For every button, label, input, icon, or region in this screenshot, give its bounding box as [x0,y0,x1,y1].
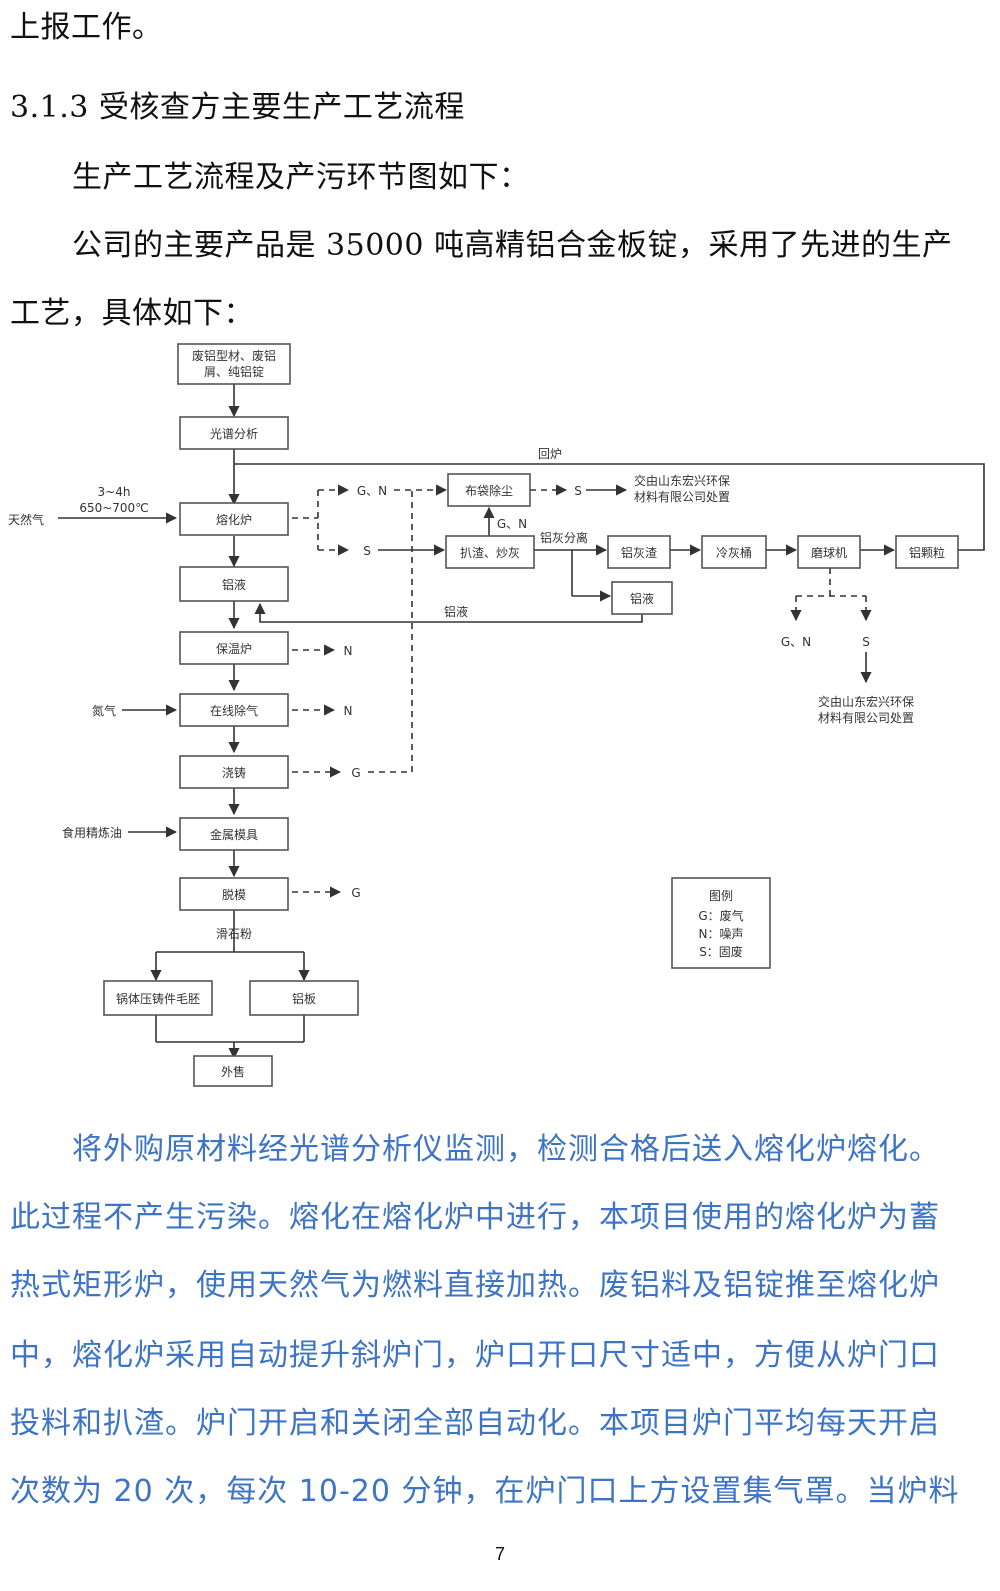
svg-text:光谱分析: 光谱分析 [210,427,258,441]
label-casting-g: G [351,766,360,780]
box-casting: 浇铸 [179,755,289,789]
box-aluminium-granule: 铝颗粒 [895,535,959,569]
body-line-1: 将外购原材料经光谱分析仪监测，检测合格后送入熔化炉熔化。 [72,1132,940,1167]
label-ash-separation: 铝灰分离 [540,530,588,545]
svg-text:布袋除尘: 布袋除尘 [465,483,513,498]
svg-text:保温炉: 保温炉 [216,642,252,656]
svg-text:N：噪声: N：噪声 [699,927,744,941]
svg-text:图例: 图例 [709,889,733,903]
svg-text:铝颗粒: 铝颗粒 [909,545,945,560]
body-line-5: 投料和扒渣。炉门开启和关闭全部自动化。本项目炉门平均每天开启 [10,1406,940,1441]
box-aluminium-ash: 铝灰渣 [607,535,671,569]
label-disposal-2b: 材料有限公司处置 [818,711,914,725]
label-holding-n: N [344,644,353,658]
body-line-4: 中，熔化炉采用自动提升斜炉门，炉口开口尺寸适中，方便从炉门口 [10,1338,940,1373]
svg-text:磨球机: 磨球机 [811,546,847,560]
box-skimming: 扒渣、炒灰 [445,535,535,569]
label-liquid-return: 铝液 [444,604,468,619]
svg-text:铝液: 铝液 [630,591,654,606]
paragraph-intro: 生产工艺流程及产污环节图如下： [72,160,530,195]
process-flow-diagram: 废铝型材、废铝 屑、纯铝锭 光谱分析 熔化炉 铝液 保温炉 在线除气 浇铸 金属… [8,343,985,1087]
legend: 图例 G：废气 N：噪声 S：固废 [671,877,771,969]
body-line-3: 热式矩形炉，使用天然气为燃料直接加热。废铝料及铝锭推至熔化炉 [10,1268,940,1303]
section-heading: 3.1.3 受核查方主要生产工艺流程 [10,90,465,125]
page-number: 7 [494,1544,505,1564]
box-aluminium-plate: 铝板 [249,980,359,1016]
box-pot-casting-blank: 锅体压铸件毛胚 [103,980,213,1016]
svg-text:在线除气: 在线除气 [210,703,258,718]
svg-text:金属模具: 金属模具 [210,827,258,842]
svg-text:熔化炉: 熔化炉 [216,512,252,527]
svg-text:S：固废: S：固废 [699,944,743,959]
svg-text:浇铸: 浇铸 [222,765,246,780]
label-time: 3~4h [98,485,131,499]
svg-text:屑、纯铝锭: 屑、纯铝锭 [204,364,264,379]
svg-text:扒渣、炒灰: 扒渣、炒灰 [460,546,520,560]
box-sale: 外售 [193,1055,273,1087]
label-skim-gn: G、N [497,517,527,531]
body-line-2: 此过程不产生污染。熔化在熔化炉中进行，本项目使用的熔化炉为蓄 [10,1200,940,1235]
box-spectral-analysis: 光谱分析 [179,416,289,450]
label-mill-gn: G、N [781,635,811,649]
svg-text:外售: 外售 [221,1064,245,1079]
paragraph-product-line2: 工艺，具体如下： [10,296,254,331]
label-cooking-oil: 食用精炼油 [62,825,122,840]
label-disposal-1a: 交由山东宏兴环保 [634,473,730,488]
label-demold-g: G [351,886,360,900]
label-degas-n: N [344,704,353,718]
label-disposal-2a: 交由山东宏兴环保 [818,694,914,709]
svg-text:铝灰渣: 铝灰渣 [621,545,657,560]
box-ball-mill: 磨球机 [797,535,861,569]
label-disposal-1b: 材料有限公司处置 [634,490,730,504]
label-talc: 滑石粉 [216,927,252,941]
box-online-degassing: 在线除气 [179,693,289,727]
box-aluminium-liquid: 铝液 [179,566,289,602]
label-mill-s: S [862,635,870,649]
label-nitrogen: 氮气 [92,703,116,718]
label-natural-gas: 天然气 [8,512,44,527]
label-furnace-gn: G、N [357,484,387,498]
label-furnace-s: S [363,544,371,558]
label-return-furnace: 回炉 [538,447,562,461]
svg-text:冷灰桶: 冷灰桶 [716,545,752,560]
svg-text:锅体压铸件毛胚: 锅体压铸件毛胚 [116,991,200,1006]
svg-text:脱模: 脱模 [222,887,246,902]
box-demolding: 脱模 [179,877,289,911]
box-aluminium-liquid-recovered: 铝液 [611,581,673,615]
svg-text:铝板: 铝板 [292,991,316,1006]
box-cooling-bucket: 冷灰桶 [701,535,767,569]
svg-text:铝液: 铝液 [222,577,246,592]
box-metal-mold: 金属模具 [179,817,289,851]
box-holding-furnace: 保温炉 [179,631,289,665]
body-line-6: 次数为 20 次，每次 10-20 分钟，在炉门口上方设置集气罩。当炉料 [10,1474,960,1509]
box-bag-filter: 布袋除尘 [447,473,531,507]
paragraph-product-line1: 公司的主要产品是 35000 吨高精铝合金板锭，采用了先进的生产 [72,228,953,263]
box-raw-material: 废铝型材、废铝 屑、纯铝锭 [177,343,291,385]
svg-text:废铝型材、废铝: 废铝型材、废铝 [192,348,276,363]
label-temperature: 650~700℃ [79,501,148,515]
box-melting-furnace: 熔化炉 [179,502,289,536]
svg-text:G：废气: G：废气 [698,908,743,923]
text-line-intro: 上报工作。 [10,10,163,45]
label-bag-s: S [574,484,582,498]
